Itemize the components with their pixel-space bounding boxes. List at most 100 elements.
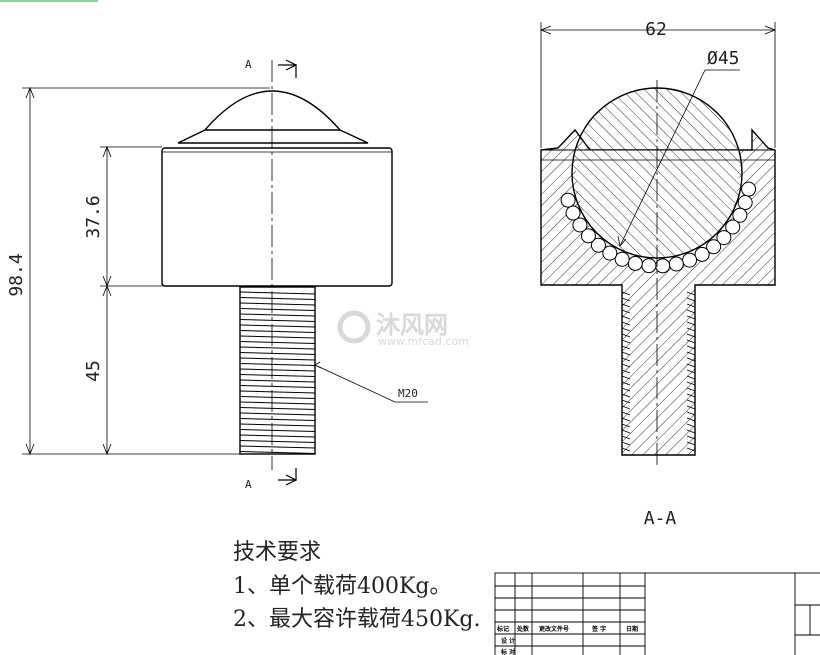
- thread-line: [239, 324, 316, 328]
- thread-line: [239, 374, 316, 377]
- thread-line: [686, 327, 696, 332]
- watermark-url: www.mfcad.com: [378, 335, 469, 348]
- thread-line: [621, 357, 631, 362]
- notes-item-1: 1、单个载荷400Kg。: [233, 574, 452, 599]
- title-block-text: 标记 处数 更改文件号 签 字 日期 设 计 标 对: [496, 625, 638, 655]
- thread-line: [239, 368, 316, 372]
- thread-line: [239, 357, 316, 361]
- dim-label-ball-diameter: Ø45: [707, 48, 740, 69]
- tb-signature: 签 字: [591, 625, 606, 633]
- thread-line: [239, 412, 316, 416]
- bearing-ball: [590, 237, 606, 253]
- thread-line: [621, 381, 631, 386]
- bearing-ball: [602, 245, 618, 261]
- thread-line: [621, 315, 631, 320]
- thread-line: [239, 445, 316, 449]
- thread-line: [621, 447, 631, 452]
- thread-line: [239, 335, 316, 339]
- thread-line: [686, 351, 696, 356]
- thread-line: [239, 407, 316, 410]
- thread-line: [239, 429, 316, 432]
- section-view: [540, 80, 776, 465]
- thread-line: [239, 346, 316, 350]
- bearing-ball: [706, 239, 722, 255]
- thread-line: [686, 315, 696, 320]
- thread-line: [239, 363, 316, 366]
- thread-line: [686, 405, 696, 410]
- thread-line: [239, 297, 316, 300]
- thread-line: [686, 321, 696, 326]
- section-thread-lines: [621, 291, 696, 452]
- thread-line: [686, 393, 696, 398]
- bearing-ball: [565, 205, 581, 221]
- section-marker-top: A: [245, 58, 298, 78]
- thread-line: [621, 351, 631, 356]
- bearing-ball: [614, 251, 630, 267]
- section-letter-bottom: A: [245, 478, 252, 491]
- dim-outer-diameter: [539, 22, 777, 148]
- tb-check: 标 对: [500, 648, 515, 655]
- thread-line: [621, 423, 631, 428]
- thread-line: [239, 341, 316, 344]
- title-block: [494, 572, 820, 655]
- thread-line: [686, 387, 696, 392]
- bearing-ball: [694, 246, 710, 262]
- thread-line: [686, 291, 696, 296]
- technical-notes: 技术要求 1、单个载荷400Kg。 2、最大容许载荷450Kg.: [233, 534, 481, 636]
- section-marker-bottom: A: [245, 468, 298, 491]
- bearing-ball: [627, 255, 643, 271]
- thread-line: [621, 405, 631, 410]
- bearing-balls: [560, 181, 757, 274]
- ball-dome: [204, 90, 341, 131]
- thread-line: [621, 441, 631, 446]
- thread-line: [239, 418, 316, 421]
- thread-line: [686, 345, 696, 350]
- thread-line: [239, 302, 316, 306]
- thread-line: [686, 297, 696, 302]
- bearing-ball: [580, 228, 596, 244]
- thread-line: [686, 339, 696, 344]
- section-letter-top: A: [245, 58, 252, 71]
- bearing-ball: [737, 195, 753, 211]
- thread-line: [686, 423, 696, 428]
- dim-label-body-height: 37.6: [83, 195, 104, 238]
- watermark-logo: [337, 310, 371, 344]
- thread-line: [239, 451, 316, 454]
- thread-line: [621, 309, 631, 314]
- front-view: [161, 90, 393, 455]
- notes-title: 技术要求: [233, 540, 322, 565]
- thread-line: [239, 379, 316, 383]
- thread-line: [621, 339, 631, 344]
- thread-line: [686, 447, 696, 452]
- bearing-ball: [668, 256, 684, 272]
- thread-line: [686, 357, 696, 362]
- bearing-ball: [716, 230, 732, 246]
- bearing-ball: [741, 181, 757, 197]
- bearing-ball: [641, 258, 657, 274]
- tb-change-doc: 更改文件号: [539, 625, 569, 633]
- notes-item-2: 2、最大容许载荷450Kg.: [233, 607, 481, 632]
- bearing-ball: [732, 207, 748, 223]
- thread-line: [686, 411, 696, 416]
- thread-line: [686, 303, 696, 308]
- thread-line: [621, 387, 631, 392]
- thread-line: [239, 401, 316, 405]
- bearing-ball: [655, 258, 671, 274]
- thread-line: [686, 429, 696, 434]
- dim-label-stud-length: 45: [83, 360, 104, 382]
- thread-line: [621, 321, 631, 326]
- thread-line: [686, 369, 696, 374]
- thread-line: [239, 434, 316, 438]
- thread-line: [239, 390, 316, 394]
- thread-line: [239, 319, 316, 322]
- bearing-ball: [572, 217, 588, 233]
- dim-overall-height: [22, 86, 270, 456]
- housing-body: [161, 147, 393, 287]
- thread-line: [621, 291, 631, 296]
- thread-line: [621, 345, 631, 350]
- dim-label-overall-height: 98.4: [6, 253, 27, 296]
- thread-line: [686, 375, 696, 380]
- tb-date: 日期: [626, 625, 638, 633]
- thread-line: [621, 333, 631, 338]
